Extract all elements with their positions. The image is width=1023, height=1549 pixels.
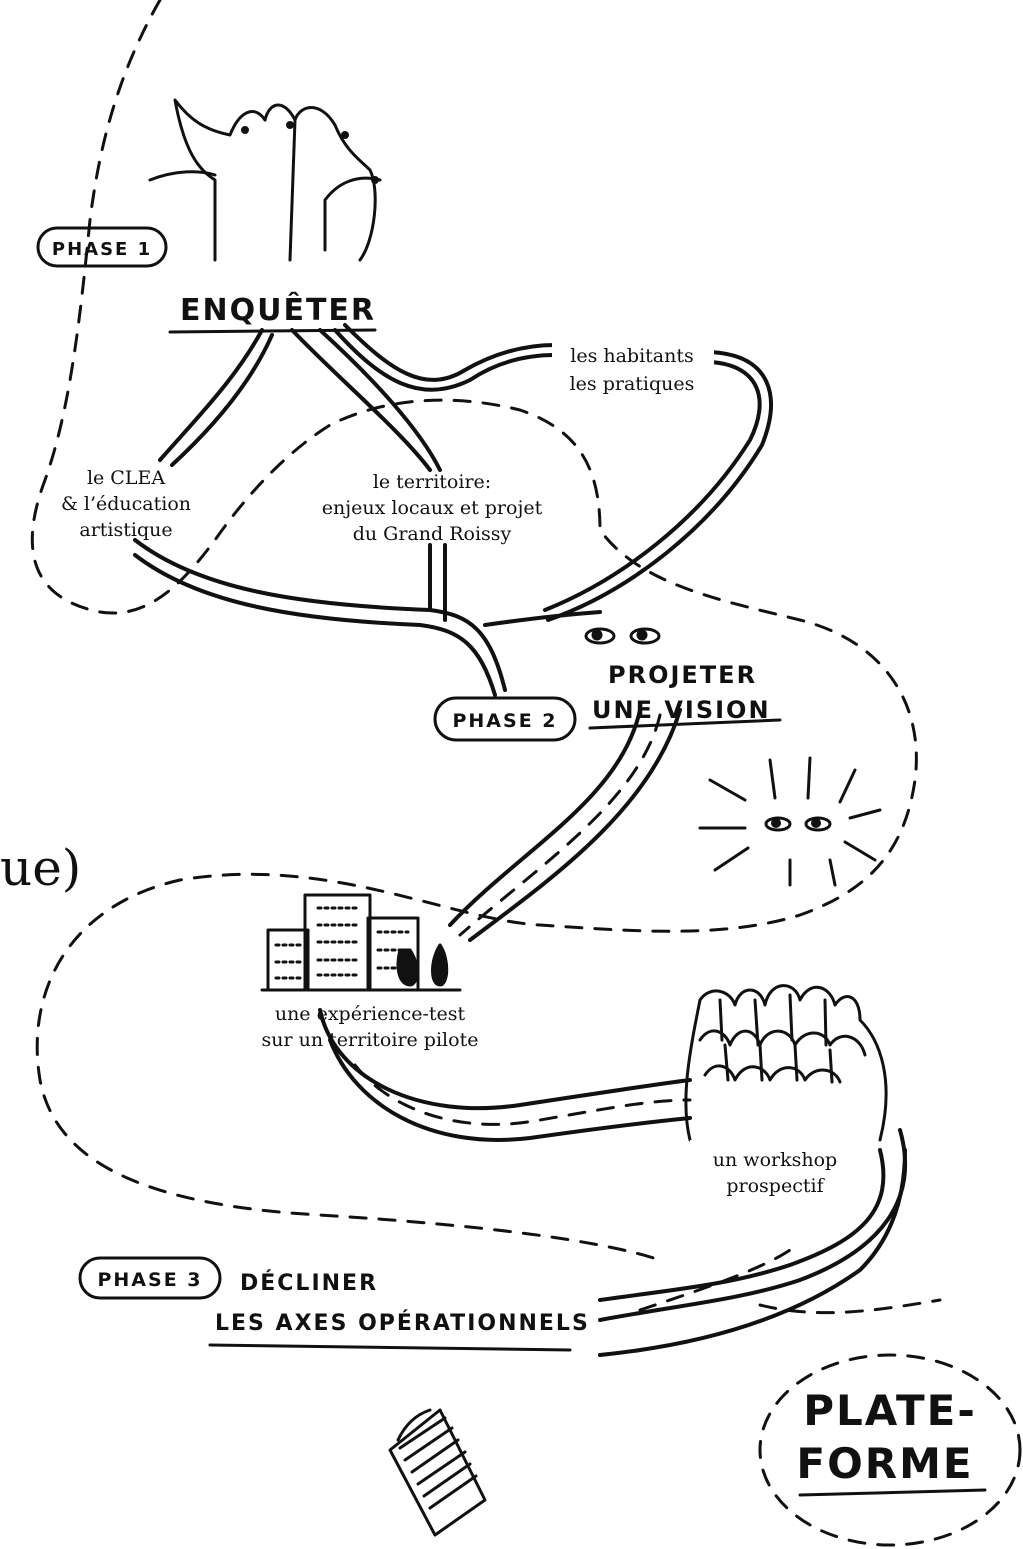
booklet-icon xyxy=(388,1408,487,1537)
svg-text:prospectif: prospectif xyxy=(726,1175,825,1197)
svg-text:du Grand Roissy: du Grand Roissy xyxy=(353,523,512,545)
svg-text:un workshop: un workshop xyxy=(713,1149,837,1171)
svg-text:les habitants: les habitants xyxy=(570,345,694,367)
svg-text:PLATE-: PLATE- xyxy=(803,1386,977,1435)
svg-text:DÉCLINER: DÉCLINER xyxy=(240,1270,378,1296)
plateforme-label: PLATE- FORME xyxy=(796,1386,987,1497)
svg-text:le CLEA: le CLEA xyxy=(87,467,165,489)
svg-text:UNE VISION: UNE VISION xyxy=(592,696,771,724)
eyes-icon xyxy=(584,627,661,645)
label-habitants: les habitants les pratiques xyxy=(552,338,714,400)
label-territoire: le territoire: enjeux locaux et projet d… xyxy=(322,471,543,545)
crowd-icon xyxy=(684,984,888,1142)
svg-text:le territoire:: le territoire: xyxy=(373,471,491,493)
label-workshop: un workshop prospectif xyxy=(690,1140,860,1202)
birds-tree-icon xyxy=(148,98,382,262)
buildings-icon xyxy=(260,893,462,992)
phase1-roads xyxy=(133,323,773,697)
svg-text:PHASE 1: PHASE 1 xyxy=(52,239,152,260)
phase2-badge: PHASE 2 xyxy=(433,696,577,742)
partial-text: ue) xyxy=(0,839,81,897)
svg-text:FORME: FORME xyxy=(796,1439,973,1488)
svg-text:LES AXES OPÉRATIONNELS: LES AXES OPÉRATIONNELS xyxy=(215,1310,590,1336)
svg-text:les pratiques: les pratiques xyxy=(570,373,695,395)
phase2-road xyxy=(448,708,682,942)
dashed-journey-path xyxy=(30,0,942,1315)
glowing-eyes-icon xyxy=(698,756,882,887)
svg-text:PHASE 2: PHASE 2 xyxy=(452,710,557,732)
phase2-title: PROJETER UNE VISION xyxy=(588,661,782,730)
svg-text:ENQUÊTER: ENQUÊTER xyxy=(180,292,376,328)
phase3-badge: PHASE 3 xyxy=(78,1256,222,1300)
svg-text:artistique: artistique xyxy=(79,519,172,541)
plateforme-circle xyxy=(758,1353,1022,1547)
phase3-road xyxy=(318,1008,907,1357)
label-experience: une expérience-test sur un territoire pi… xyxy=(262,1003,479,1051)
label-clea: le CLEA & l’éducation artistique xyxy=(61,467,191,541)
svg-text:PHASE 3: PHASE 3 xyxy=(97,1269,202,1291)
svg-text:une expérience-test: une expérience-test xyxy=(275,1003,466,1025)
svg-text:& l’éducation: & l’éducation xyxy=(61,493,191,515)
phase3-title: DÉCLINER LES AXES OPÉRATIONNELS xyxy=(208,1270,590,1352)
svg-text:sur un territoire pilote: sur un territoire pilote xyxy=(262,1029,479,1051)
phase1-title: ENQUÊTER xyxy=(168,292,377,334)
svg-text:PROJETER: PROJETER xyxy=(608,661,757,689)
svg-text:enjeux locaux et projet: enjeux locaux et projet xyxy=(322,497,543,519)
phase1-badge: PHASE 1 xyxy=(36,226,168,268)
